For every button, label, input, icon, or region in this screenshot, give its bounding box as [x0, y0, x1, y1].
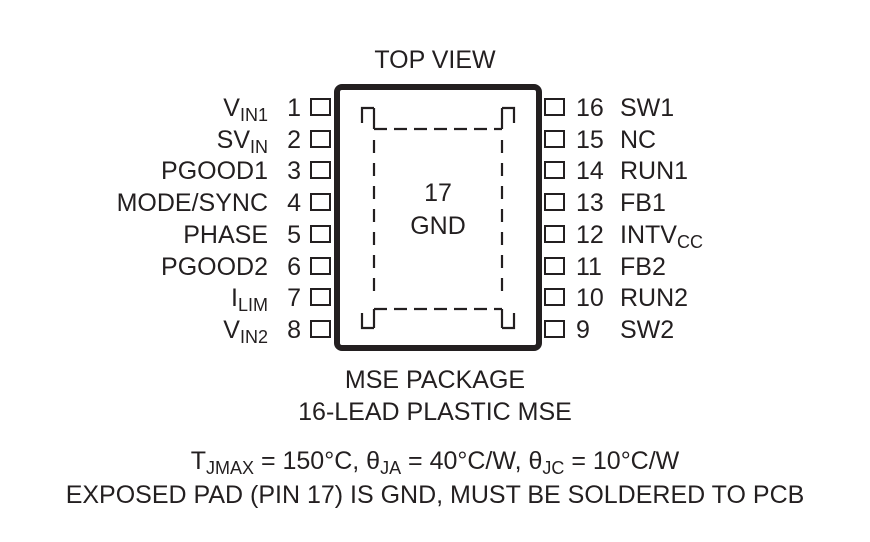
thermal-specs: TJMAX = 150°C, θJA = 40°C/W, θJC = 10°C/… [0, 447, 870, 478]
view-title: TOP VIEW [374, 46, 496, 74]
package-name: MSE PACKAGE [344, 366, 526, 394]
right-pin-number-14: 14 [576, 157, 604, 185]
left-pin-name-1: VIN1 [8, 94, 268, 125]
left-pin-name-text: V [223, 316, 240, 344]
left-pin-name-4: MODE/SYNC [8, 191, 268, 216]
left-pin-name-6: PGOOD2 [8, 255, 268, 280]
right-pin-number-16: 16 [576, 94, 604, 122]
right-pin-name-text: RUN2 [620, 284, 689, 312]
right-pin-name-14: RUN1 [620, 159, 688, 184]
theta-ja-subscript: JA [380, 458, 402, 478]
left-pin-stub-7 [310, 288, 331, 306]
right-pin-number-13: 13 [576, 189, 604, 217]
right-pin-name-11: FB2 [620, 255, 666, 280]
theta-jc-value: = 10°C/W [564, 447, 680, 475]
left-pin-name-text: MODE/SYNC [116, 189, 268, 217]
right-pin-name-16: SW1 [620, 96, 674, 121]
right-pin-number-12: 12 [576, 221, 604, 249]
left-pin-stub-3 [310, 161, 331, 179]
right-pin-name-text: SW1 [620, 94, 675, 122]
right-pin-name-15: NC [620, 128, 656, 153]
left-pin-number-8: 8 [287, 316, 301, 344]
right-pin-name-subscript: CC [676, 232, 703, 252]
left-pin-number-2: 2 [287, 126, 301, 154]
left-pin-name-text: PHASE [183, 221, 268, 249]
left-pin-number-4: 4 [287, 189, 301, 217]
right-pin-stub-10 [544, 288, 565, 306]
right-pin-name-text: NC [620, 126, 657, 154]
theta-jc-symbol: θ [528, 447, 543, 475]
exposed-pad-number: 17 [424, 179, 452, 207]
left-pin-name-subscript: IN2 [239, 327, 268, 347]
right-pin-number-15: 15 [576, 126, 604, 154]
right-pin-name-13: FB1 [620, 191, 666, 216]
right-pin-stub-15 [544, 130, 565, 148]
right-pin-name-text: FB1 [620, 189, 666, 217]
right-pin-name-text: RUN1 [620, 157, 689, 185]
right-pin-stub-11 [544, 257, 565, 275]
tj-subscript: JMAX [205, 458, 254, 478]
left-pin-number-7: 7 [287, 284, 301, 312]
left-pin-name-text: I [231, 284, 238, 312]
left-pin-name-subscript: LIM [237, 295, 268, 315]
right-pin-number-9: 9 [576, 316, 590, 344]
exposed-pad-note: EXPOSED PAD (PIN 17) IS GND, MUST BE SOL… [65, 481, 805, 509]
exposed-pad-label: GND [410, 212, 466, 240]
right-pin-stub-16 [544, 98, 565, 116]
left-pin-stub-2 [310, 130, 331, 148]
right-pin-name-text: INTV [620, 221, 677, 249]
theta-ja-value: = 40°C/W, [401, 447, 529, 475]
left-pin-name-5: PHASE [8, 223, 268, 248]
right-pin-name-text: FB2 [620, 253, 666, 281]
right-pin-stub-14 [544, 161, 565, 179]
package-body [334, 84, 542, 351]
right-pin-number-10: 10 [576, 284, 604, 312]
tj-value: = 150°C, [254, 447, 367, 475]
left-pin-number-6: 6 [287, 253, 301, 281]
left-pin-stub-6 [310, 257, 331, 275]
theta-jc-subscript: JC [542, 458, 565, 478]
left-pin-stub-8 [310, 320, 331, 338]
left-pin-number-5: 5 [287, 221, 301, 249]
left-pin-name-text: SV [216, 126, 250, 154]
left-pin-number-1: 1 [287, 94, 301, 122]
right-pin-stub-13 [544, 193, 565, 211]
left-pin-name-7: ILIM [8, 284, 268, 315]
left-pin-name-subscript: IN1 [239, 105, 268, 125]
exposed-pad-outline [360, 106, 516, 330]
package-description: 16-LEAD PLASTIC MSE [298, 398, 572, 426]
right-pin-name-9: SW2 [620, 318, 674, 343]
right-pin-number-11: 11 [576, 253, 602, 281]
left-pin-name-8: VIN2 [8, 316, 268, 347]
left-pin-stub-1 [310, 98, 331, 116]
right-pin-stub-9 [544, 320, 565, 338]
pin-stubs [310, 98, 565, 338]
left-pin-name-text: V [223, 94, 240, 122]
theta-ja-symbol: θ [366, 447, 381, 475]
left-pin-stub-5 [310, 225, 331, 243]
right-pin-name-text: SW2 [620, 316, 675, 344]
left-pin-name-text: PGOOD1 [161, 157, 268, 185]
left-pin-name-3: PGOOD1 [8, 159, 268, 184]
left-pin-number-3: 3 [287, 157, 301, 185]
tj-symbol: T [190, 447, 206, 475]
right-pin-stub-12 [544, 225, 565, 243]
left-pin-name-subscript: IN [250, 137, 268, 157]
right-pin-name-10: RUN2 [620, 286, 688, 311]
left-pin-stub-4 [310, 193, 331, 211]
right-pin-name-12: INTVCC [620, 221, 703, 252]
left-pin-name-text: PGOOD2 [161, 253, 268, 281]
left-pin-name-2: SVIN [8, 126, 268, 157]
